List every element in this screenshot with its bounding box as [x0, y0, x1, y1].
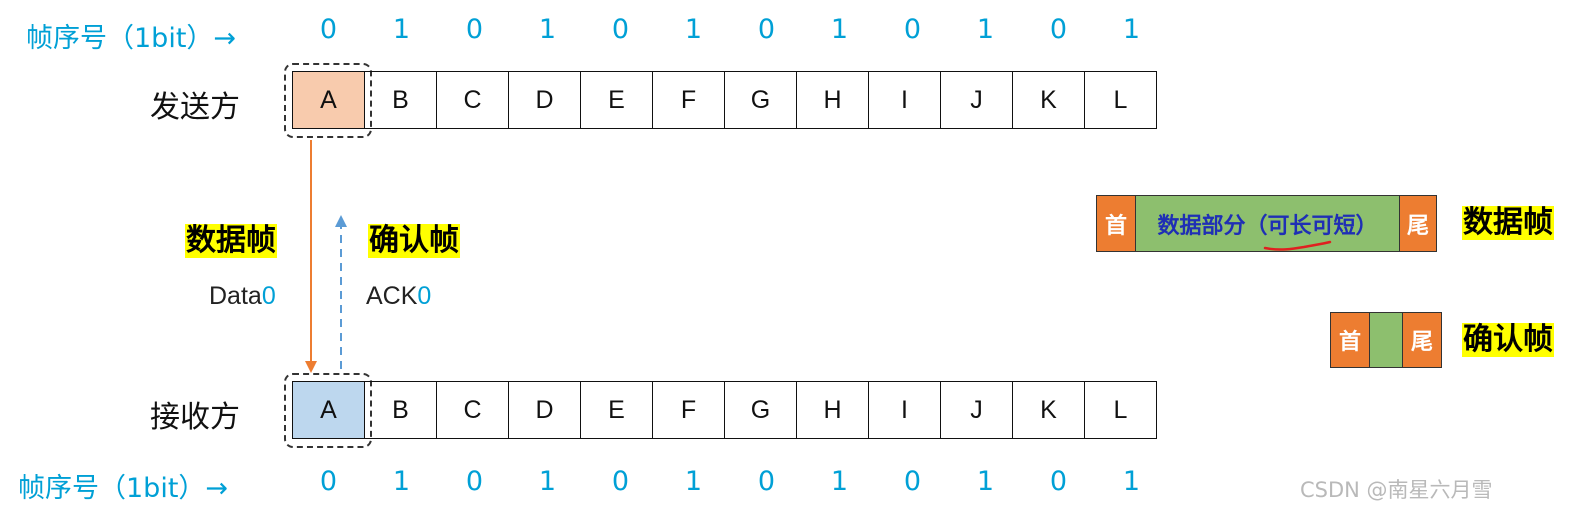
- legend-ack-frame-label: 确认帧: [1462, 323, 1554, 357]
- receiver-frame-cell: E: [580, 381, 653, 439]
- seq-number: 0: [903, 14, 922, 45]
- ack-frame-arrowhead: [335, 215, 347, 227]
- transfer-arrows: [305, 140, 347, 373]
- seq-number: 1: [976, 466, 995, 497]
- receiver-frame-cell: A: [292, 381, 365, 439]
- seq-number: 1: [976, 14, 995, 45]
- ack-text: ACK: [366, 282, 418, 310]
- seq-number: 0: [757, 14, 776, 45]
- receiver-frame-cell: D: [508, 381, 581, 439]
- seq-number: 1: [1122, 14, 1141, 45]
- sender-frame-cell: K: [1012, 71, 1085, 129]
- watermark: CSDN @南星六月雪: [1300, 478, 1493, 502]
- sender-frame-cell: A: [292, 71, 365, 129]
- seq-number: 0: [1049, 466, 1068, 497]
- seq-number: 1: [830, 14, 849, 45]
- sender-frame-cell: I: [868, 71, 941, 129]
- frame-tail: 尾: [1400, 196, 1436, 251]
- seq-number: 0: [757, 466, 776, 497]
- seq-number: 1: [684, 466, 703, 497]
- sender-frame-cell: B: [364, 71, 437, 129]
- sender-label: 发送方: [150, 90, 240, 125]
- receiver-frame-cell: I: [868, 381, 941, 439]
- seq-number: 0: [611, 466, 630, 497]
- receiver-frame-cell: C: [436, 381, 509, 439]
- underline-scribble: [1263, 240, 1332, 251]
- receiver-frame-cell: G: [724, 381, 797, 439]
- receiver-frame-cell: F: [652, 381, 725, 439]
- top-seq-numbers: 0 1 0 1 0 1 0 1 0 1 0 1: [292, 14, 1168, 45]
- sender-frame-cell: H: [796, 71, 869, 129]
- data-frame-label: 数据帧: [185, 224, 277, 258]
- receiver-frame-cell: H: [796, 381, 869, 439]
- seq-number: 0: [465, 14, 484, 45]
- seq-number: 0: [1049, 14, 1068, 45]
- data-seq-text: Data0: [209, 282, 276, 311]
- seq-number: 0: [319, 14, 338, 45]
- receiver-frame-cell: L: [1084, 381, 1157, 439]
- data-frame-structure: 首 数据部分（可长可短） 尾: [1096, 195, 1437, 252]
- seq-number: 0: [903, 466, 922, 497]
- seq-number: 0: [611, 14, 630, 45]
- data-frame-arrowhead: [305, 361, 317, 373]
- seq-number: 1: [538, 466, 557, 497]
- ack-seq-text: ACK0: [366, 282, 431, 311]
- seq-number: 1: [392, 14, 411, 45]
- legend-ack-frame-text: 确认帧: [1462, 322, 1554, 357]
- data-frame-label-text: 数据帧: [185, 223, 277, 258]
- seq-number: 1: [392, 466, 411, 497]
- sender-frame-cell: F: [652, 71, 725, 129]
- ack-control-part: [1369, 313, 1403, 367]
- receiver-frame-cell: B: [364, 381, 437, 439]
- ack-frame-structure: 首 尾: [1330, 312, 1442, 368]
- receiver-label: 接收方: [150, 400, 240, 435]
- sender-frame-cell: C: [436, 71, 509, 129]
- ack-frame-header: 首: [1331, 313, 1369, 367]
- receiver-frame-cell: J: [940, 381, 1013, 439]
- seq-number: 1: [830, 466, 849, 497]
- receiver-window-box: [284, 373, 372, 448]
- sender-frame-cell: G: [724, 71, 797, 129]
- bottom-seq-numbers: 0 1 0 1 0 1 0 1 0 1 0 1: [292, 466, 1168, 497]
- bottom-seq-label: 帧序号（1bit）→: [18, 473, 229, 504]
- ack-seq-number: 0: [417, 282, 432, 310]
- receiver-frame-strip: A B C D E F G H I J K L: [292, 381, 1157, 439]
- legend-data-frame-text: 数据帧: [1462, 205, 1554, 240]
- receiver-frame-cell: K: [1012, 381, 1085, 439]
- top-seq-label: 帧序号（1bit）→: [26, 23, 237, 54]
- legend-data-frame-label: 数据帧: [1462, 206, 1554, 240]
- sender-frame-cell: L: [1084, 71, 1157, 129]
- seq-number: 1: [1122, 466, 1141, 497]
- sender-frame-cell: J: [940, 71, 1013, 129]
- sender-frame-cell: D: [508, 71, 581, 129]
- seq-number: 1: [684, 14, 703, 45]
- seq-number: 1: [538, 14, 557, 45]
- data-seq-number: 0: [261, 282, 276, 310]
- data-text: Data: [209, 282, 262, 310]
- sender-frame-strip: A B C D E F G H I J K L: [292, 71, 1157, 129]
- seq-number: 0: [319, 466, 338, 497]
- seq-number: 0: [465, 466, 484, 497]
- ack-frame-tail: 尾: [1403, 313, 1441, 367]
- data-part: 数据部分（可长可短）: [1135, 196, 1400, 251]
- sender-window-box: [284, 63, 372, 138]
- sender-frame-cell: E: [580, 71, 653, 129]
- ack-frame-label: 确认帧: [368, 224, 460, 258]
- frame-header: 首: [1097, 196, 1135, 251]
- ack-frame-label-text: 确认帧: [368, 223, 460, 258]
